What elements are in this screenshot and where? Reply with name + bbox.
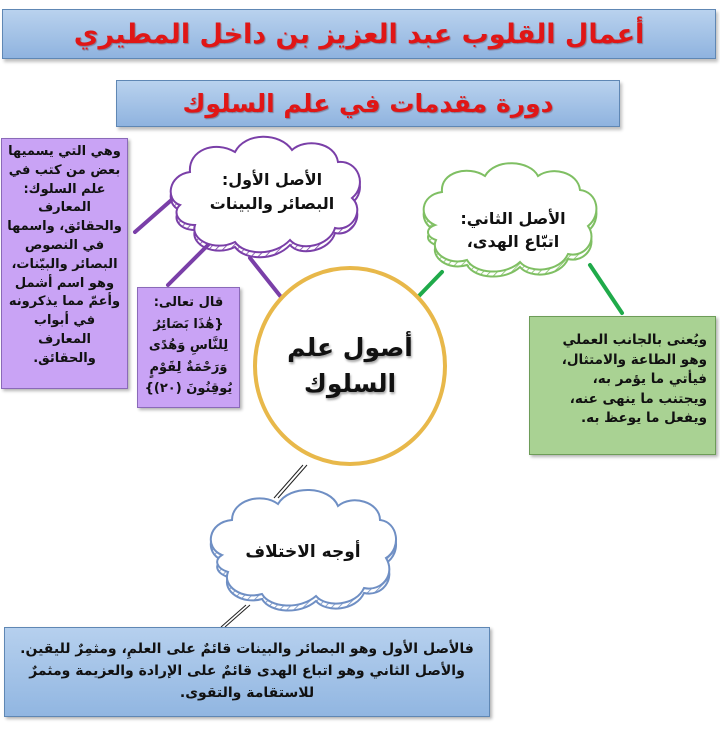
first-principle-name: البصائر والبينات [209, 194, 335, 213]
cloud-differences [209, 489, 397, 612]
note-line: والحقائق، واسمها [7, 219, 122, 235]
note-line: وأعمّ مما يذكرونه [8, 294, 121, 310]
title-banner: أعمال القلوب عبد العزيز بن داخل المطيري [2, 9, 716, 59]
note-line: والحقائق. [33, 350, 96, 366]
note-line: وهي التي يسميها [8, 144, 121, 159]
connector-second-principle [413, 263, 624, 315]
first-principle-title: الأصل الأول: [221, 170, 323, 189]
note-line: ويفعل ما يوعظ به. [581, 410, 707, 426]
connector-differences [220, 464, 308, 628]
note-line: في أبواب [33, 313, 96, 329]
second-principle-note: ويُعنى بالجانب العملي وهو الطاعة والامتث… [529, 316, 716, 455]
verse-line: {هَٰذَا بَصَائِرُ [153, 316, 224, 332]
verse-line: يُوقِنُونَ (٢٠)} [144, 381, 233, 396]
page-title: أعمال القلوب عبد العزيز بن داخل المطيري [73, 18, 645, 50]
verse-line: لِلنَّاسِ وَهُدًى [148, 338, 229, 353]
center-label-line2: السلوك [303, 369, 397, 398]
subtitle-banner: دورة مقدمات في علم السلوك [116, 80, 620, 127]
verse-line: وَرَحْمَةٌ لِقَوْمٍ [149, 359, 228, 375]
center-label: أصول علم السلوك [270, 330, 430, 402]
page-subtitle: دورة مقدمات في علم السلوك [182, 89, 554, 118]
first-principle-note: وهي التي يسميها بعض من كتب في علم السلوك… [1, 138, 128, 389]
second-principle-title: الأصل الثاني: [460, 209, 566, 228]
second-principle-name: اتبّاع الهدى، [466, 232, 560, 251]
center-label-line1: أصول علم [287, 333, 413, 362]
center-ring [253, 266, 447, 466]
note-line: وهو الطاعة والامتثال، [561, 351, 707, 368]
verse-note: قال تعالى: {هَٰذَا بَصَائِرُ لِلنَّاسِ و… [137, 287, 240, 408]
second-principle-label: الأصل الثاني: اتبّاع الهدى، [438, 207, 588, 253]
cloud-second-principle [422, 162, 598, 278]
summary-line: للاستقامة والتقوى. [179, 685, 315, 701]
note-line: ويُعنى بالجانب العملي [562, 332, 707, 348]
note-line: وهو اسم أشمل [14, 275, 115, 291]
differences-label: أوجه الاختلاف [218, 540, 388, 564]
note-line: ويجتنب ما ينهى عنه، [569, 390, 707, 407]
note-line: علم السلوك: [23, 181, 106, 197]
note-line: بعض من كتب في [8, 162, 121, 178]
differences-title: أوجه الاختلاف [245, 542, 361, 562]
note-line: المعارف [38, 331, 91, 347]
cloud-first-principle [169, 135, 361, 259]
summary-line: والأصل الثاني وهو اتباع الهدى قائمٌ على … [29, 663, 465, 679]
note-line: البصائر والبيّنات، [11, 256, 118, 272]
verse-line: قال تعالى: [153, 295, 224, 310]
note-line: المعارف [38, 200, 91, 216]
note-line: في النصوص [24, 237, 105, 253]
connector-first-principle [133, 194, 287, 304]
differences-summary: فالأصل الأول وهو البصائر والبينات قائمٌ … [4, 627, 490, 717]
first-principle-label: الأصل الأول: البصائر والبينات [192, 168, 352, 216]
note-line: فيأتي ما يؤمر به، [592, 371, 707, 387]
summary-line: فالأصل الأول وهو البصائر والبينات قائمٌ … [20, 641, 474, 657]
